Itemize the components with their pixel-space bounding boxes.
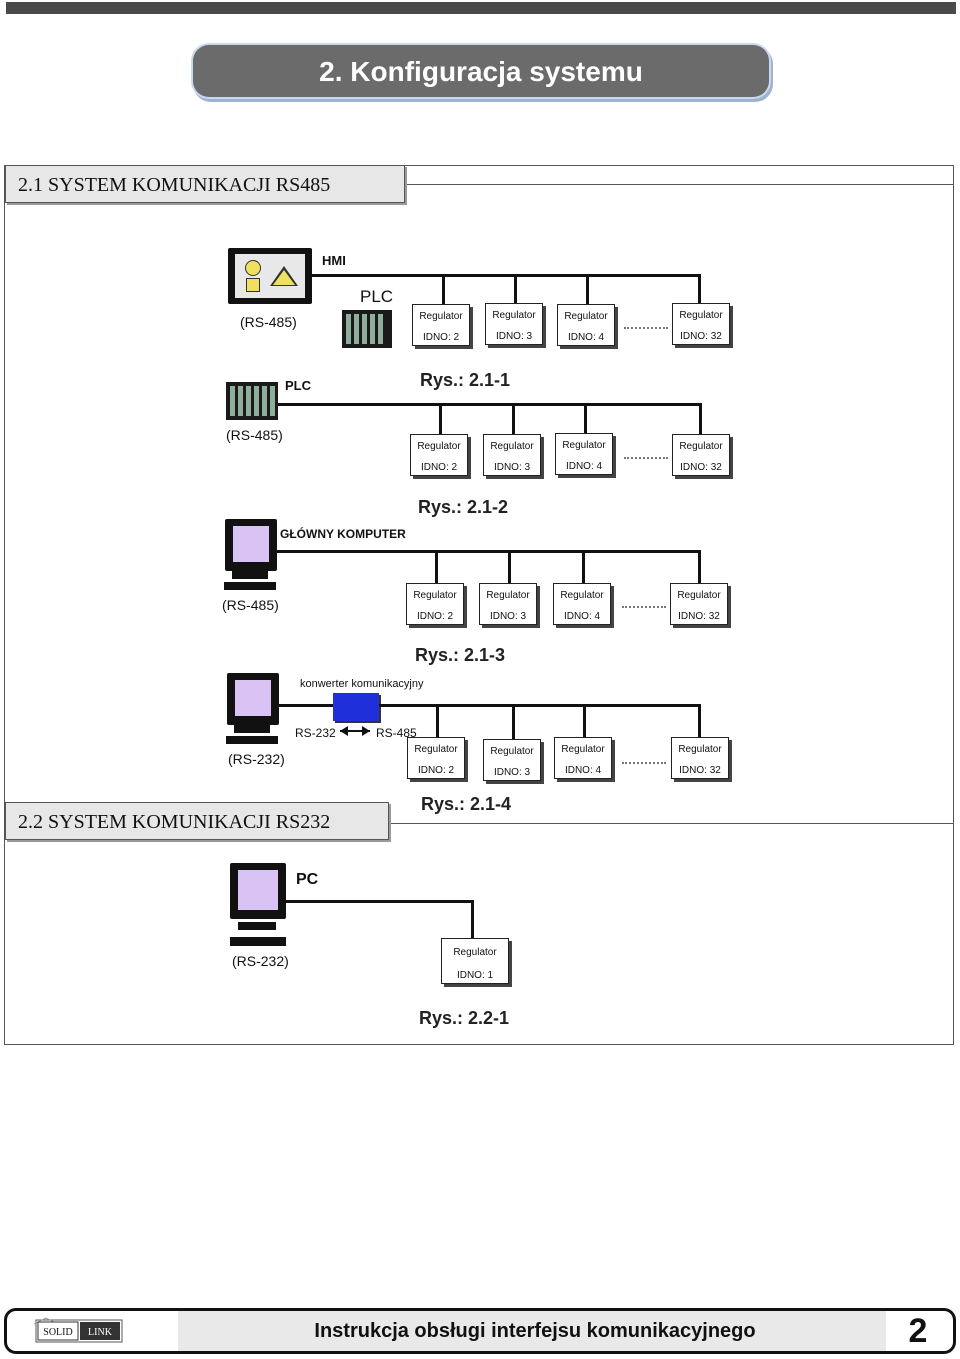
figure-caption: Rys.: 2.1-1 — [420, 370, 511, 390]
double-arrow-icon — [340, 730, 370, 732]
converter-icon — [333, 693, 379, 721]
ellipsis-dots — [622, 762, 666, 764]
bus-line — [277, 550, 701, 553]
plc-label: PLC — [285, 378, 311, 393]
bus-line — [286, 900, 474, 903]
pc-label: PC — [296, 871, 319, 888]
converter-label: konwerter komunikacyjny — [300, 678, 424, 690]
rs232-label: RS-232 — [295, 726, 336, 740]
section-rule-2 — [389, 823, 954, 824]
plc-icon — [342, 310, 392, 348]
keyboard-icon — [230, 937, 286, 946]
bus-line — [379, 704, 701, 707]
computer-base — [232, 571, 268, 579]
page-title: 2. Konfiguracja systemu — [193, 45, 769, 97]
pc-base — [238, 922, 276, 930]
footer-title: Instrukcja obsługi interfejsu komunikacy… — [314, 1320, 756, 1342]
svg-text:LINK: LINK — [88, 1327, 113, 1338]
rs232-line — [278, 704, 333, 707]
page-number: 2 — [908, 1312, 928, 1350]
computer-base — [234, 725, 270, 733]
section-rule-1 — [405, 184, 954, 185]
ellipsis-dots — [624, 457, 668, 459]
plc-label: PLC — [360, 287, 394, 306]
ellipsis-dots — [622, 606, 666, 608]
figure-caption: Rys.: 2.2-1 — [419, 1008, 510, 1028]
keyboard-icon — [226, 736, 278, 744]
solid-link-logo: SOLID LINK — [33, 1314, 126, 1348]
computer-icon — [225, 519, 277, 571]
content-frame — [4, 165, 954, 1045]
svg-text:SOLID: SOLID — [43, 1327, 72, 1338]
top-bar — [6, 2, 956, 14]
keyboard-icon — [224, 582, 276, 590]
rs485-label: RS-485 — [376, 726, 417, 740]
port-label: (RS-485) — [222, 597, 279, 613]
hmi-panel-icon — [228, 248, 312, 304]
port-label: (RS-232) — [232, 953, 289, 969]
section-heading-rs232: 2.2 SYSTEM KOMUNIKACJI RS232 — [5, 802, 389, 840]
ellipsis-dots — [624, 327, 668, 329]
section-heading-rs485: 2.1 SYSTEM KOMUNIKACJI RS485 — [5, 165, 405, 203]
footer-strip — [178, 1311, 886, 1351]
computer-icon — [227, 673, 279, 725]
bus-line — [312, 274, 700, 277]
pc-icon — [230, 863, 286, 919]
port-label: (RS-485) — [226, 427, 283, 443]
figure-caption: Rys.: 2.1-4 — [421, 794, 512, 814]
hmi-label: HMI — [322, 253, 346, 268]
figure-caption: Rys.: 2.1-3 — [415, 645, 506, 665]
bus-line — [278, 403, 702, 406]
figure-caption: Rys.: 2.1-2 — [418, 497, 509, 517]
computer-label: GŁÓWNY KOMPUTER — [280, 527, 406, 541]
port-label: (RS-485) — [240, 314, 297, 330]
plc-icon — [226, 382, 278, 420]
port-label: (RS-232) — [228, 751, 285, 767]
